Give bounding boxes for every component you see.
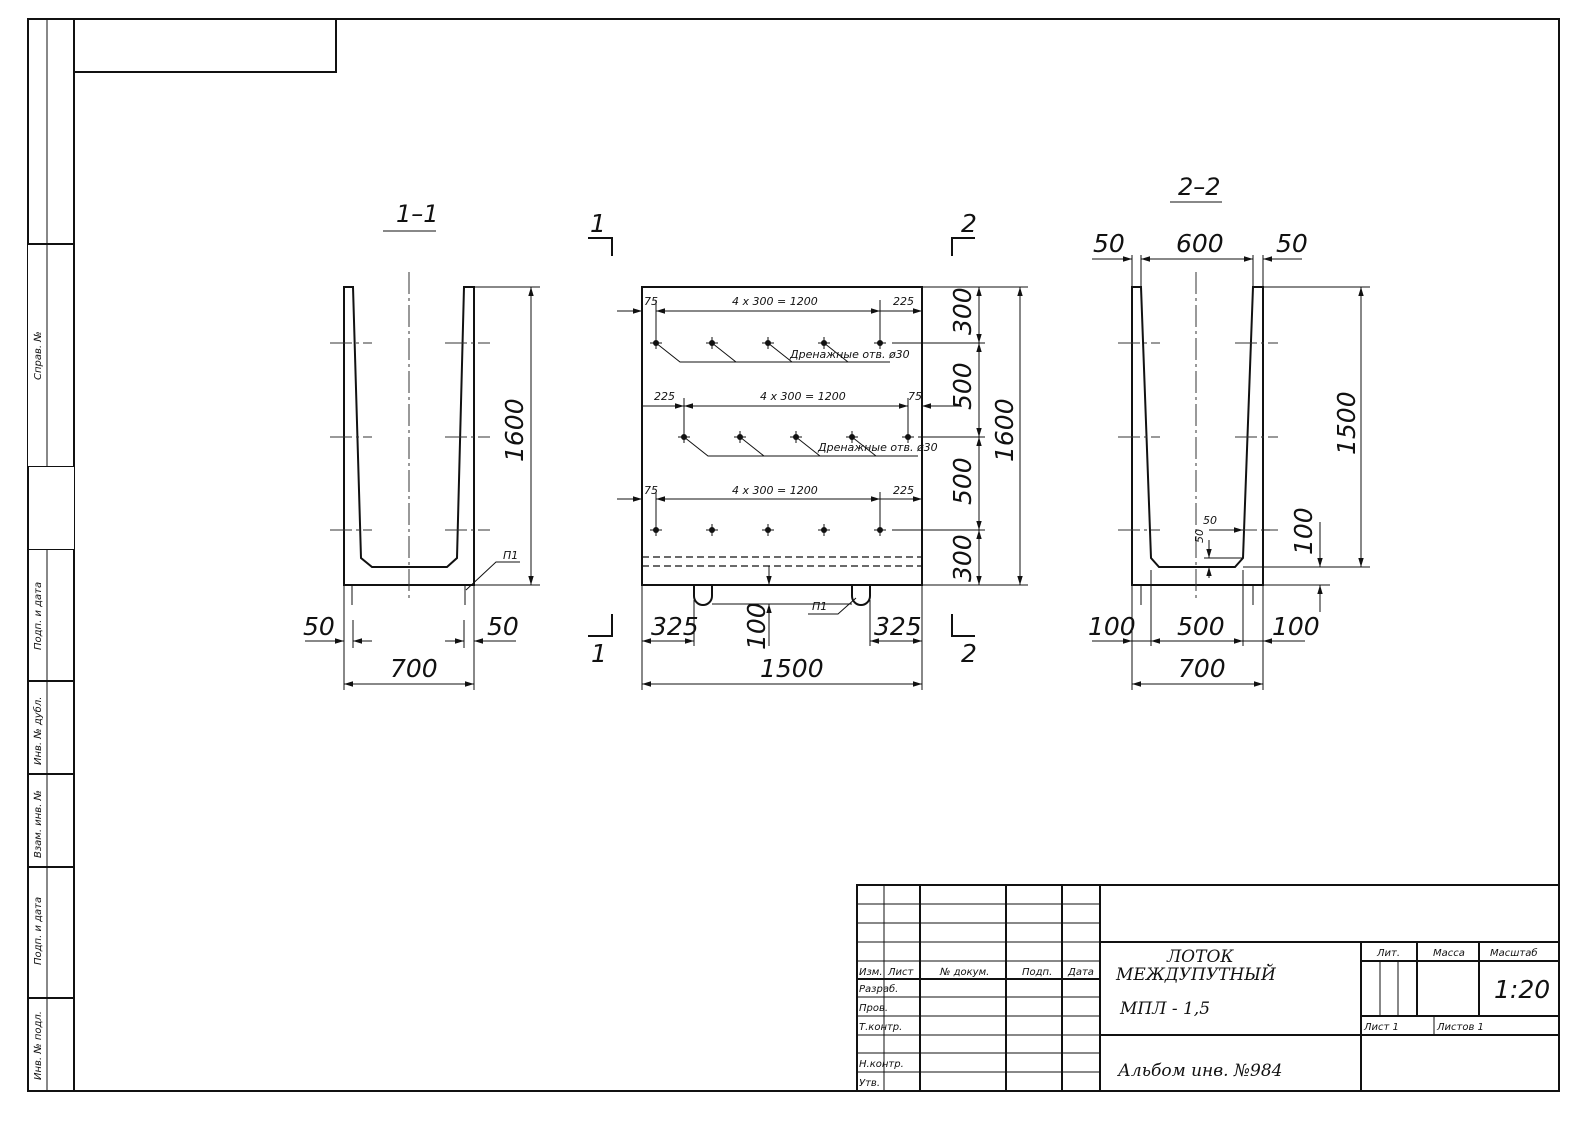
dim-row1-span: 4 x 300 = 1200 [732,295,818,308]
tb-col-doc: № докум. [939,967,989,978]
cut-1-top: 1 [590,209,606,238]
section-1-1: 1–1 700 50 50 1600 [303,200,540,690]
tb-title-1: ЛОТОК [1166,947,1234,967]
tb-tkontr: Т.контр. [859,1022,902,1033]
tb-lit: Лит. [1376,948,1400,959]
sheet-frame [27,18,1560,1092]
dim-2-2-top-left: 50 [1093,229,1125,258]
dim-row1-left: 75 [644,295,658,308]
section-1-1-label: 1–1 [396,200,439,228]
cut-2-bottom: 2 [961,639,977,668]
dim-2-2-width: 700 [1178,654,1226,683]
dim-elev-width: 1500 [760,654,824,683]
tb-masshtab: Масштаб [1490,947,1538,959]
stamp-podp-1: Подп. и дата [33,582,44,650]
tb-col-date: Дата [1067,967,1094,978]
tb-nkontr: Н.контр. [859,1059,904,1070]
drain-note-2: Дренажные отв. ø30 [817,441,938,454]
tb-listov: Листов 1 [1436,1022,1484,1033]
cut-2-top: 2 [961,209,977,238]
dim-2-2-chamfer-h: 50 [1203,514,1217,527]
tb-title-2: МЕЖДУПУТНЫЙ [1115,963,1277,985]
dim-2-2-height: 1500 [1332,391,1361,455]
section-2-2-label: 2–2 [1178,173,1221,201]
tb-scale: 1:20 [1494,975,1550,1004]
dim-v-mid1: 500 [948,362,977,410]
tb-massa: Масса [1433,948,1465,959]
dim-row3-span: 4 x 300 = 1200 [732,484,818,497]
dim-2-2-bot-left: 100 [1088,612,1136,641]
dim-1-1-width: 700 [390,654,438,683]
dim-row2-right: 75 [908,390,922,403]
tb-prov: Пров. [859,1003,888,1014]
stamp-vzam: Взам. инв. № [33,790,44,858]
dim-2-2-chamfer-v: 50 [1193,529,1206,543]
dim-1-1-height: 1600 [500,398,529,462]
dim-2-2-floor: 100 [1289,507,1318,555]
dim-2-2-top-right: 50 [1276,229,1308,258]
dim-v-top: 300 [948,287,977,335]
dim-v-total: 1600 [990,398,1019,462]
dim-v-mid2: 500 [948,457,977,505]
tb-col-list: Лист [887,967,915,978]
drain-note-1: Дренажные отв. ø30 [789,348,910,361]
tb-col-izm: Изм. [859,967,883,978]
mark-1-1-p1: П1 [503,549,518,562]
tb-utv: Утв. [859,1078,880,1089]
dim-1-1-wall-right: 50 [487,612,519,641]
title-block: Изм. Лист № докум. Подп. Дата Разраб. Пр… [856,884,1560,1092]
tb-code: МПЛ - 1,5 [1119,999,1210,1019]
dim-row3-right: 225 [893,484,914,497]
tb-album: Альбом инв. №984 [1117,1061,1282,1081]
dim-2-2-bot-right: 100 [1272,612,1320,641]
dim-leg-left: 325 [651,612,699,641]
dim-row2-left: 225 [654,390,675,403]
dim-row2-span: 4 x 300 = 1200 [760,390,846,403]
tb-col-podp: Подп. [1022,967,1052,978]
tb-razrab: Разраб. [859,983,898,995]
side-stamp: Справ. № Подп. и дата Инв. № дубл. Взам.… [27,243,75,1080]
drain-holes [650,337,985,536]
dim-2-2-bot-inner: 500 [1177,612,1225,641]
stamp-podp-2: Подп. и дата [33,897,44,965]
section-2-2: 2–2 50 600 50 100 500 [1088,173,1370,690]
cut-1-bottom: 1 [591,639,607,668]
dim-row3-left: 75 [644,484,658,497]
dim-leg-right: 325 [874,612,922,641]
dim-row1-right: 225 [893,295,914,308]
stamp-inv-podl: Инв. № подл. [33,1011,44,1080]
dim-1-1-wall-left: 50 [303,612,335,641]
dim-leg-height: 100 [742,602,771,650]
stamp-inv-dubl: Инв. № дубл. [32,697,44,765]
dim-v-bot: 300 [948,534,977,582]
dim-2-2-top-inner: 600 [1176,229,1224,258]
elevation-view: 1 1 2 2 [588,209,1028,690]
tb-list: Лист 1 [1363,1022,1399,1033]
mark-elev-p1: П1 [812,600,827,613]
stamp-sprav: Справ. № [33,331,44,380]
